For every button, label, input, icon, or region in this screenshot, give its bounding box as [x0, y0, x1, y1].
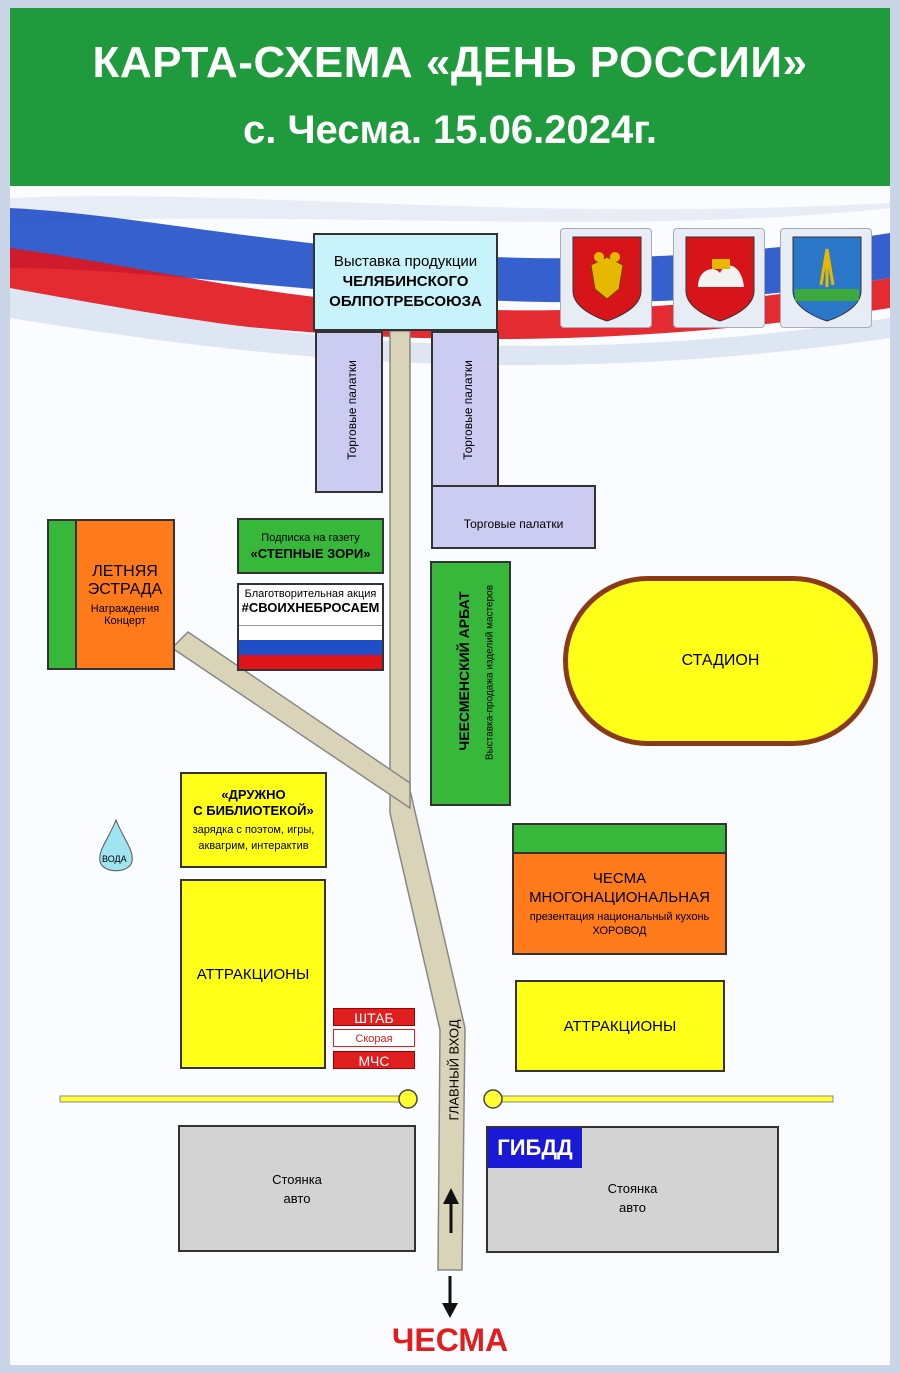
destination-label: ЧЕСМА [391, 1322, 509, 1358]
arbat-title: ЧЕЕСМЕНСКИЙ АРБАТ [456, 591, 472, 751]
library-zone: «ДРУЖНО С БИБЛИОТЕКОЙ» зарядка с поэтом,… [180, 772, 327, 868]
water-drop-icon [99, 818, 133, 872]
yellow-line-left [59, 1095, 407, 1103]
header-banner: КАРТА-СХЕМА «ДЕНЬ РОССИИ» с. Чесма. 15.0… [10, 8, 890, 186]
summer-stage-main: ЛЕТНЯЯ ЭСТРАДА Награждения Концерт [77, 521, 173, 668]
stalls-bottom-zone: Торговые палатки [431, 485, 596, 549]
flag-swoosh-white [10, 196, 890, 223]
ambulance-label: Скорая помощь [333, 1029, 415, 1063]
exhibition-zone: Выставка продукции ЧЕЛЯБИНСКОГО ОБЛПОТРЕ… [313, 233, 498, 331]
map-title: КАРТА-СХЕМА «ДЕНЬ РОССИИ» [92, 38, 808, 87]
yellow-dot-right [483, 1089, 503, 1109]
map-subtitle: с. Чесма. 15.06.2024г. [242, 108, 658, 152]
stalls-right-label: Торговые палатки [461, 360, 475, 460]
flag-red-stripe [239, 655, 382, 669]
mchs-label: МЧС [333, 1051, 415, 1069]
water-label: ВОДА [102, 854, 127, 864]
summer-stage-line4: Концерт [104, 614, 146, 627]
chelyabinsk-oblast-coat-of-arms-icon [673, 228, 765, 328]
yellow-dot-left [398, 1089, 418, 1109]
flag-white-stripe [239, 625, 382, 640]
attractions-right-zone: АТТРАКЦИОНЫ [515, 980, 725, 1072]
multinational-zone: ЧЕСМА МНОГОНАЦИОНАЛЬНАЯ презентация наци… [512, 823, 727, 955]
newspaper-zone: Подписка на газету «СТЕПНЫЕ ЗОРИ» [237, 518, 384, 574]
arbat-subtitle: Выставка-продажа изделий мастеров [484, 584, 496, 761]
attractions-right-label: АТТРАКЦИОНЫ [563, 1017, 677, 1035]
exhibition-line1: Выставка продукции [333, 253, 478, 270]
diagonal-road [170, 631, 411, 810]
multinational-main: ЧЕСМА МНОГОНАЦИОНАЛЬНАЯ презентация наци… [514, 854, 725, 953]
parking-left-line1: Стоянка [272, 1171, 322, 1187]
library-line4: аквагрим, интерактив [198, 839, 309, 852]
flag-swoosh-red [10, 248, 890, 340]
gibdd-label: ГИБДД [488, 1128, 582, 1168]
arbat-zone: ЧЕЕСМЕНСКИЙ АРБАТ Выставка-продажа издел… [430, 561, 511, 806]
yellow-line-right [494, 1095, 834, 1103]
map-frame: КАРТА-СХЕМА «ДЕНЬ РОССИИ» с. Чесма. 15.0… [10, 8, 890, 1365]
multinational-line3: презентация национальный кухонь [529, 911, 710, 923]
stalls-left-label: Торговые палатки [345, 360, 359, 460]
summer-stage-zone: ЛЕТНЯЯ ЭСТРАДА Награждения Концерт [47, 519, 175, 670]
summer-stage-line3: Награждения [90, 602, 160, 615]
exhibition-line3: ОБЛПОТРЕБСОЮЗА [329, 293, 482, 310]
parking-left-line2: авто [283, 1190, 311, 1206]
charity-zone: Благотворительная акция #СВОИХНЕБРОСАЕМ [237, 583, 384, 671]
multinational-line2: МНОГОНАЦИОНАЛЬНАЯ [529, 889, 710, 906]
arrow-down-icon [442, 1276, 458, 1318]
map-background [10, 196, 890, 1318]
summer-stage-line1: ЛЕТНЯЯ [92, 562, 158, 580]
parking-right-zone: Стоянка авто [486, 1126, 779, 1253]
library-line3: зарядка с поэтом, игры, [192, 823, 315, 836]
newspaper-line2: «СТЕПНЫЕ ЗОРИ» [250, 546, 371, 561]
russia-coat-of-arms-icon [560, 228, 652, 328]
chesma-district-coat-of-arms-icon [780, 228, 872, 328]
library-line2: С БИБЛИОТЕКОЙ» [193, 802, 314, 818]
exhibition-line2: ЧЕЛЯБИНСКОГО [342, 273, 469, 290]
stalls-bottom-label: Торговые палатки [463, 517, 564, 531]
flag-blue-stripe [239, 640, 382, 655]
stadium-zone: СТАДИОН [563, 576, 878, 746]
parking-right-line1: Стоянка [607, 1180, 658, 1196]
summer-stage-line2: ЭСТРАДА [87, 580, 163, 598]
charity-line1: Благотворительная акция [244, 588, 377, 600]
stadium-label: СТАДИОН [681, 652, 760, 669]
hq-button: ШТАБ [333, 1008, 415, 1026]
summer-stage-green-strip [49, 521, 77, 668]
attractions-left-label: АТТРАКЦИОНЫ [196, 965, 310, 983]
multinational-green-strip [514, 825, 725, 854]
main-entrance-label: ГЛАВНЫЙ ВХОД [446, 1019, 462, 1121]
parking-right-line2: авто [619, 1199, 646, 1215]
multinational-line1: ЧЕСМА [592, 870, 647, 887]
parking-left-zone: Стоянка авто [178, 1125, 416, 1252]
main-road [389, 330, 466, 1271]
newspaper-line1: Подписка на газету [261, 532, 360, 544]
multinational-line4: ХОРОВОД [592, 925, 647, 937]
flag-swoosh-light [10, 288, 890, 366]
stalls-left-zone: Торговые палатки [315, 331, 383, 493]
arrow-up-icon [443, 1188, 459, 1233]
attractions-left-zone: АТТРАКЦИОНЫ [180, 879, 326, 1069]
charity-line2: #СВОИХНЕБРОСАЕМ [241, 600, 380, 615]
library-line1: «ДРУЖНО [221, 786, 286, 802]
